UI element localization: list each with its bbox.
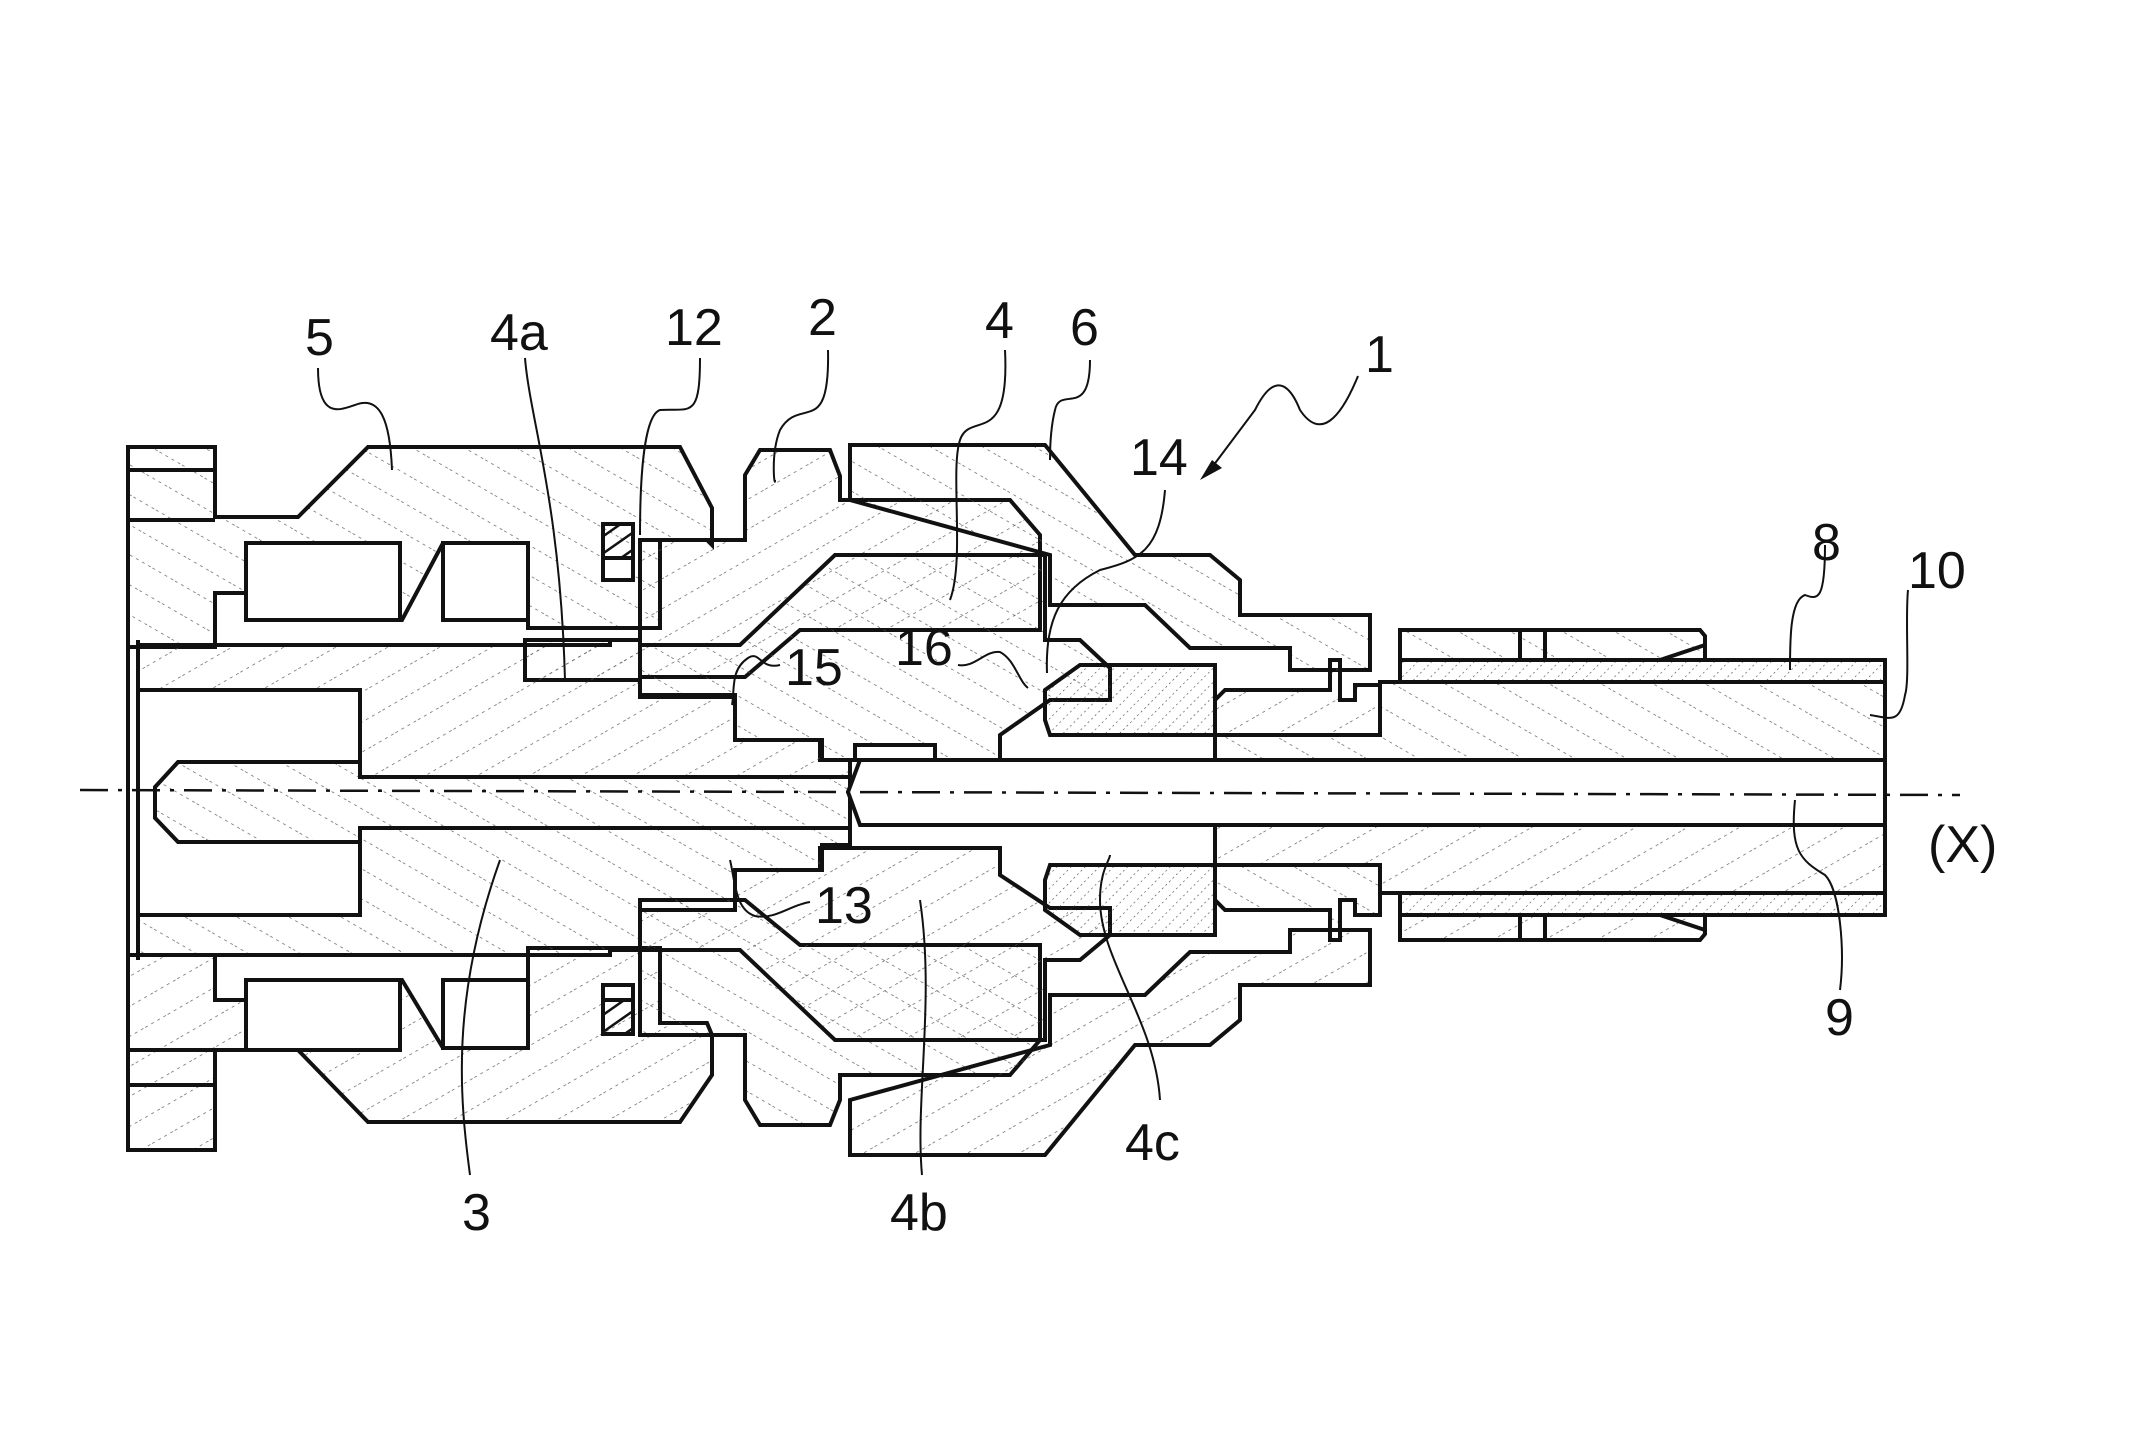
label-16: 16 bbox=[895, 619, 953, 677]
nut-5-lower bbox=[126, 946, 714, 1152]
part-4c-insert bbox=[1043, 658, 1382, 942]
arrow-head-1 bbox=[1200, 460, 1222, 480]
leader-6 bbox=[1049, 359, 1091, 461]
label-1: 1 bbox=[1365, 326, 1394, 384]
leader-10 bbox=[1869, 589, 1909, 719]
collar-upper bbox=[1398, 628, 1707, 662]
label-4a: 4a bbox=[490, 304, 548, 362]
insert-4c-lower bbox=[1043, 863, 1217, 937]
label-4: 4 bbox=[985, 292, 1014, 350]
label-13: 13 bbox=[815, 877, 873, 935]
label-10: 10 bbox=[1908, 542, 1966, 600]
leader-16 bbox=[957, 650, 1029, 689]
seal-12 bbox=[601, 522, 635, 1036]
leader-8 bbox=[1789, 544, 1826, 671]
leader-9 bbox=[1792, 799, 1843, 991]
leader-3 bbox=[460, 859, 501, 1176]
part-6-nut bbox=[848, 443, 1372, 1157]
leader-4b bbox=[919, 899, 927, 1176]
leader-2 bbox=[772, 349, 830, 483]
leader-4 bbox=[949, 349, 1007, 601]
leader-15 bbox=[731, 655, 781, 706]
tube-layer-8-upper bbox=[1398, 658, 1887, 684]
label-4b: 4b bbox=[890, 1184, 948, 1242]
leader-1-arrow bbox=[1209, 375, 1359, 471]
seal-12-upper bbox=[601, 522, 635, 560]
leader-14 bbox=[1045, 489, 1166, 674]
label-15: 15 bbox=[785, 639, 843, 697]
seal-12-lower bbox=[601, 998, 635, 1036]
reference-labels: 5 4a 12 2 4 6 1 14 15 16 8 10 (X) 9 13 4… bbox=[305, 289, 1997, 1242]
leader-4a bbox=[524, 357, 566, 681]
leader-lines bbox=[317, 349, 1909, 1176]
label-2: 2 bbox=[808, 289, 837, 347]
axis-x bbox=[79, 788, 1961, 797]
label-x-axis: (X) bbox=[1928, 816, 1997, 874]
label-4c: 4c bbox=[1125, 1114, 1180, 1172]
label-12: 12 bbox=[665, 299, 723, 357]
part-3-shaft bbox=[126, 638, 852, 960]
label-8: 8 bbox=[1812, 514, 1841, 572]
label-9: 9 bbox=[1825, 989, 1854, 1047]
leader-4c bbox=[1098, 854, 1161, 1101]
insert-14-upper bbox=[1043, 663, 1217, 737]
label-6: 6 bbox=[1070, 299, 1099, 357]
label-14: 14 bbox=[1130, 429, 1188, 487]
leader-13 bbox=[729, 859, 811, 918]
leader-5 bbox=[317, 367, 393, 471]
part-5-nut bbox=[126, 445, 714, 1152]
leader-12 bbox=[639, 357, 701, 536]
label-3: 3 bbox=[462, 1184, 491, 1242]
label-5: 5 bbox=[305, 309, 334, 367]
port-15 bbox=[853, 743, 937, 762]
tube-layer-8-lower bbox=[1398, 891, 1887, 917]
collar-lower bbox=[1398, 913, 1707, 942]
